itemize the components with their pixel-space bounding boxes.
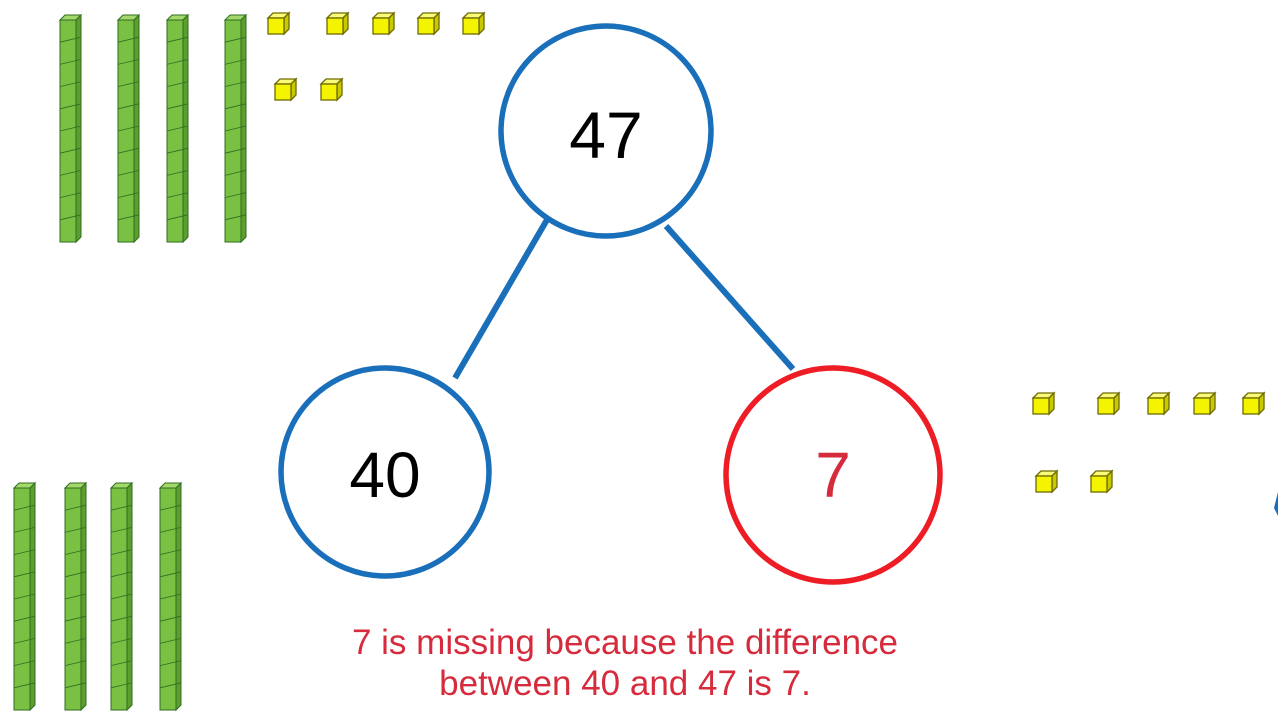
part-ones-value: 7: [815, 439, 851, 511]
ten-rod: [165, 13, 190, 244]
connector-left: [452, 216, 551, 380]
one-cube: [1192, 391, 1217, 416]
one-cube: [273, 77, 298, 102]
part-ones-circle: [723, 365, 943, 585]
one-cube: [1146, 391, 1171, 416]
one-cube: [1031, 391, 1056, 416]
connector-right: [663, 224, 796, 371]
tens-rods-top: [58, 13, 248, 244]
part-tens-value: 40: [349, 439, 420, 511]
cropped-blue-mark: [1274, 492, 1278, 516]
ten-rod: [109, 481, 134, 712]
one-cube: [1096, 391, 1121, 416]
one-cube: [1089, 469, 1114, 494]
one-cube: [319, 77, 344, 102]
one-cube: [416, 11, 441, 36]
part-tens-circle: [278, 365, 492, 579]
ten-rod: [223, 13, 248, 244]
ten-rod: [63, 481, 88, 712]
ten-rod: [12, 481, 37, 712]
ten-rod: [158, 481, 183, 712]
one-cube: [1241, 391, 1266, 416]
one-cube: [266, 11, 291, 36]
whole-value: 47: [569, 98, 642, 172]
caption-line-1: 7 is missing because the difference: [351, 623, 899, 662]
one-cube: [325, 11, 350, 36]
explanation-caption: 7 is missing because the difference betw…: [200, 622, 1050, 704]
one-cube: [371, 11, 396, 36]
ones-cubes-top: [266, 11, 486, 102]
one-cube: [1034, 469, 1059, 494]
ones-cubes-right: [1031, 391, 1266, 494]
one-cube: [461, 11, 486, 36]
tens-rods-bottom: [12, 481, 183, 712]
ten-rod: [58, 13, 83, 244]
whole-circle: [498, 23, 714, 239]
caption-line-2: between 40 and 47 is 7.: [439, 664, 811, 703]
ten-rod: [116, 13, 141, 244]
